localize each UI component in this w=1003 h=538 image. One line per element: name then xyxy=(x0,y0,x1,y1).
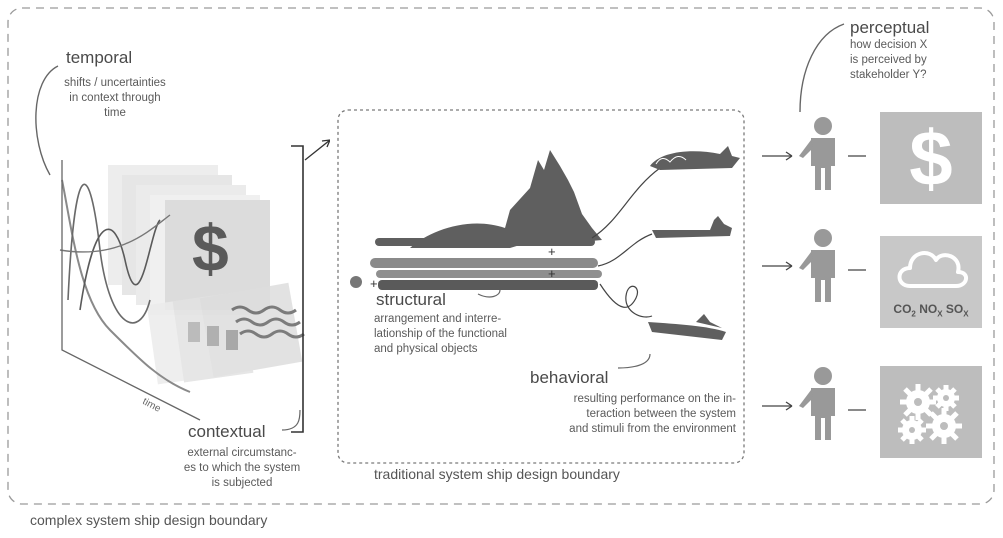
behavioral-description: resulting performance on the in- teracti… xyxy=(569,393,736,435)
perceptual-graphic xyxy=(762,23,866,411)
perceptual-title: perceptual xyxy=(850,18,930,37)
emissions-panel: CO2 NOX SOX xyxy=(880,236,982,328)
ship-structure-graphic: + + + xyxy=(350,146,740,340)
dollar-symbol-context: $ xyxy=(192,211,229,285)
contextual-title: contextual xyxy=(188,422,266,441)
structural-title: structural xyxy=(376,290,446,309)
svg-text:+: + xyxy=(548,266,556,281)
structural-description: arrangement and interre- lationship of t… xyxy=(374,313,507,355)
behavioral-title: behavioral xyxy=(530,368,609,387)
temporal-contextual-graphic xyxy=(35,65,330,433)
cost-panel: $ xyxy=(880,112,982,204)
cloud-icon xyxy=(897,251,968,288)
gears-icon xyxy=(898,384,962,444)
dollar-icon: $ xyxy=(909,114,953,202)
stakeholder-person-icon-1 xyxy=(799,117,835,190)
temporal-description: shifts / uncertainties in context throug… xyxy=(64,77,166,119)
svg-text:+: + xyxy=(370,276,378,291)
operations-panel xyxy=(880,366,982,458)
stakeholder-person-icon-3 xyxy=(799,367,835,440)
stakeholder-person-icon-2 xyxy=(799,229,835,302)
traditional-boundary xyxy=(337,109,745,464)
complex-boundary-label: complex system ship design boundary xyxy=(30,512,268,528)
perceptual-description: how decision X is perceived by stakehold… xyxy=(850,39,928,81)
behavioral-hook xyxy=(617,353,651,369)
emissions-label: CO2 NOX SOX xyxy=(893,302,969,319)
temporal-title: temporal xyxy=(66,48,133,67)
contextual-description: external circumstanc- es to which the sy… xyxy=(183,447,301,489)
svg-text:+: + xyxy=(548,244,556,259)
traditional-boundary-label: traditional system ship design boundary xyxy=(374,466,620,482)
